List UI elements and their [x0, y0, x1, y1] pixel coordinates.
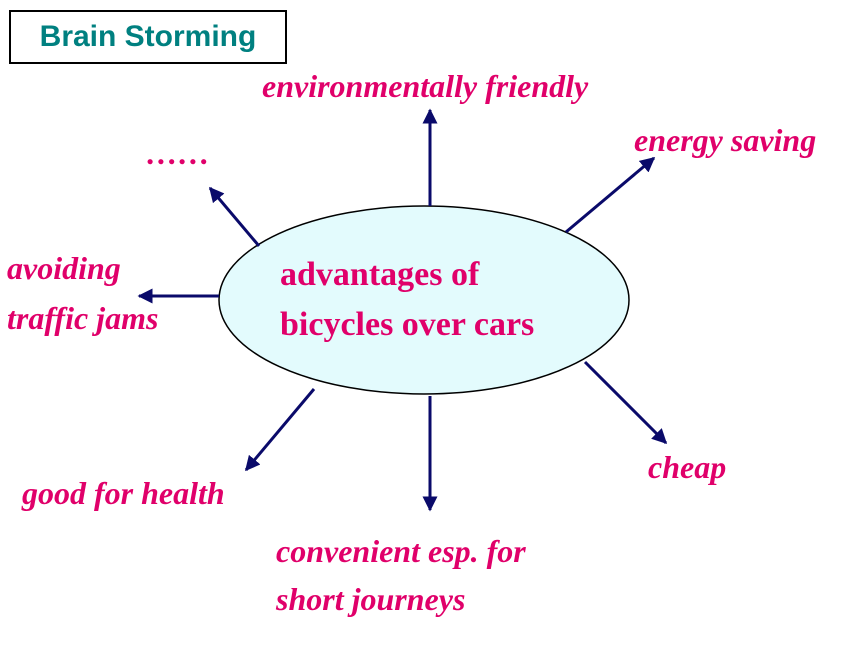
label-avoiding-traffic-jams: avoiding traffic jams: [7, 243, 158, 343]
arrow-bottom-left: [244, 388, 316, 472]
label-avoiding-line-1: avoiding: [7, 250, 121, 286]
label-convenient-line-1: convenient esp. for: [276, 533, 526, 569]
label-convenient: convenient esp. for short journeys: [276, 527, 526, 623]
label-good-for-health: good for health: [22, 475, 225, 511]
label-convenient-line-2: short journeys: [276, 581, 466, 617]
title: Brain Storming: [39, 20, 257, 53]
label-energy-saving: energy saving: [634, 122, 817, 158]
label-ellipsis: ……: [146, 135, 210, 171]
arrow-top-right: [565, 156, 656, 234]
title-box: Brain Storming: [9, 10, 287, 64]
label-environmentally-friendly: environmentally friendly: [262, 68, 589, 104]
arrow-right-bottom: [583, 360, 668, 445]
label-avoiding-line-2: traffic jams: [7, 300, 159, 336]
label-cheap: cheap: [648, 449, 727, 485]
center-ellipse: [218, 205, 630, 395]
arrow-top-left: [208, 186, 261, 247]
center-line-1: advantages of: [280, 256, 480, 293]
center-text: advantages of bicycles over cars: [280, 250, 610, 350]
center-line-2: bicycles over cars: [280, 306, 535, 343]
